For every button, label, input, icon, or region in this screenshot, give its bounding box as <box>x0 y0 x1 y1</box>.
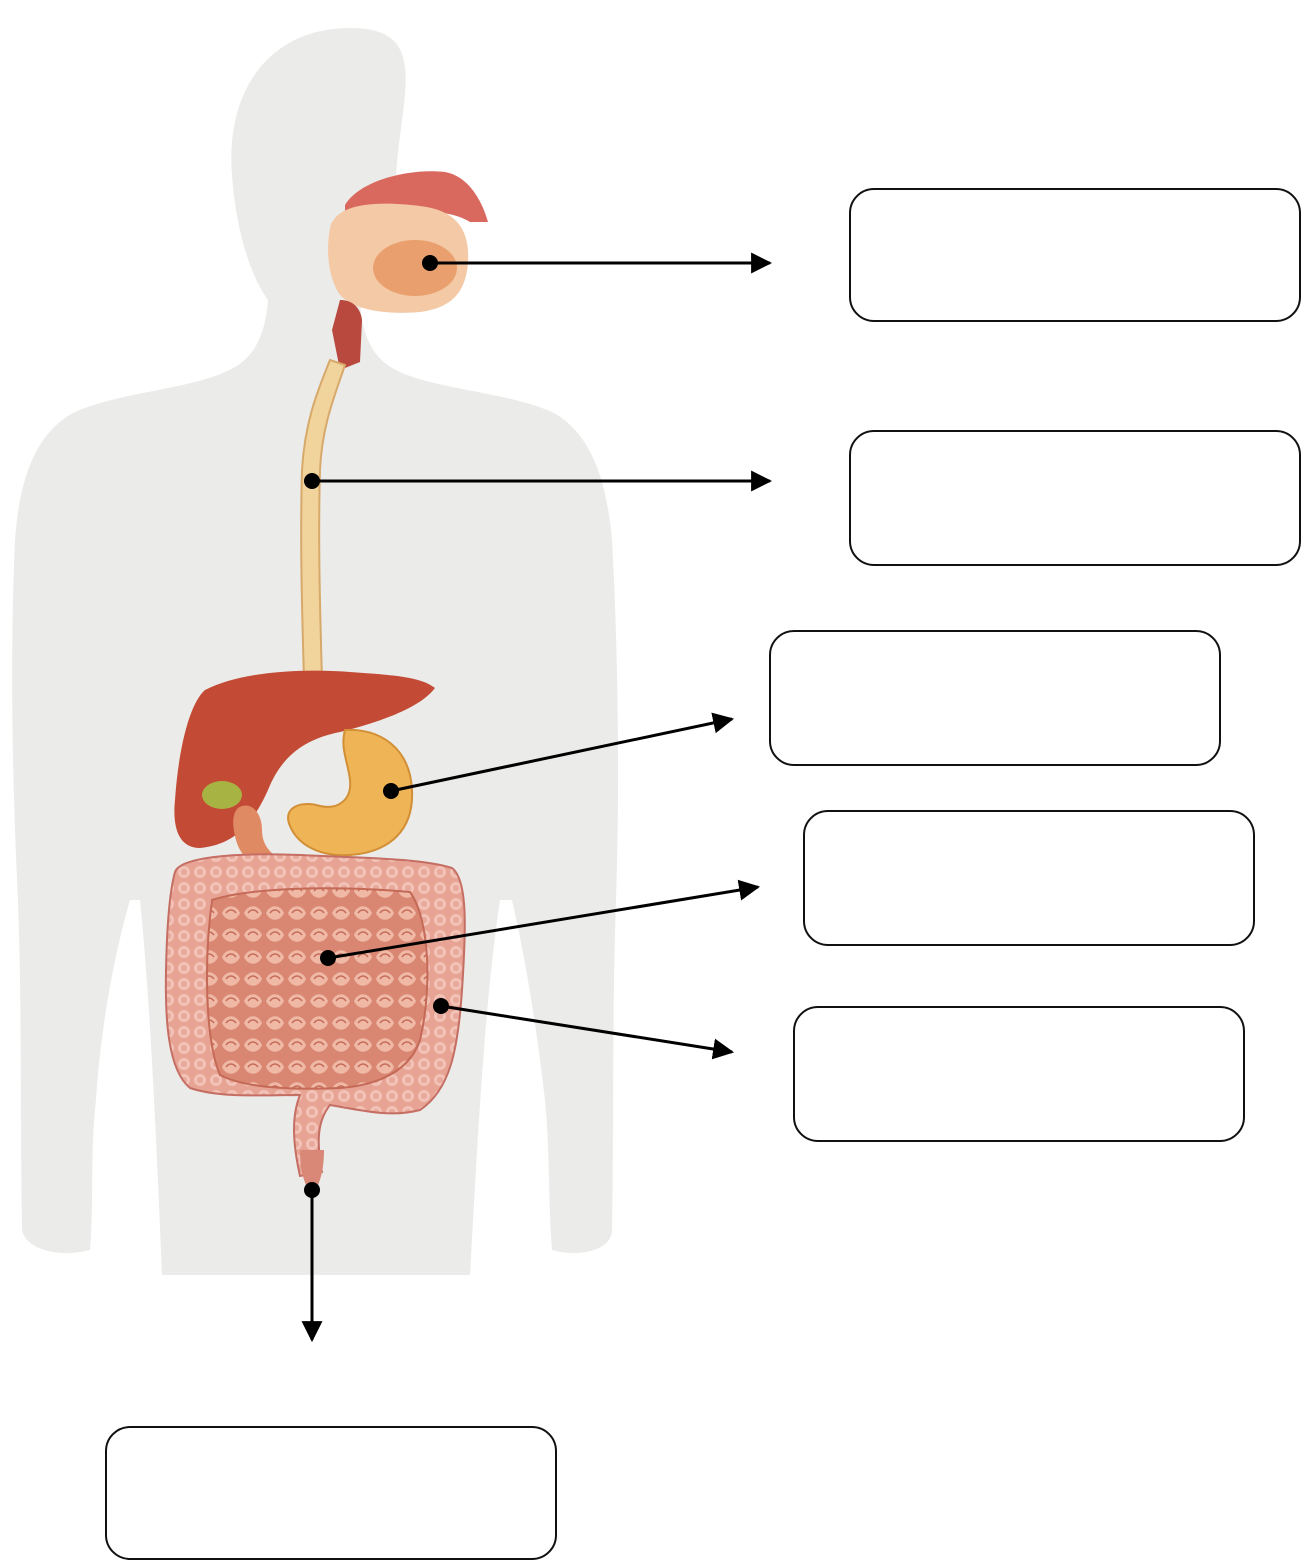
label-box-anus[interactable] <box>106 1427 556 1559</box>
small-intestine <box>207 888 427 1088</box>
pointer-dot-esophagus <box>304 473 320 489</box>
pointer-dot-large-intestine <box>433 998 449 1014</box>
label-box-stomach[interactable] <box>770 631 1220 765</box>
label-box-small-intestine[interactable] <box>804 811 1254 945</box>
label-box-esophagus[interactable] <box>850 431 1300 565</box>
pointer-dot-anus <box>304 1182 320 1198</box>
gallbladder <box>202 781 242 809</box>
pointer-dot-stomach <box>383 783 399 799</box>
tongue <box>373 240 457 296</box>
pointer-mouth <box>422 255 770 271</box>
pointer-dot-mouth <box>422 255 438 271</box>
pointer-dot-small-intestine <box>320 950 336 966</box>
label-box-large-intestine[interactable] <box>794 1007 1244 1141</box>
label-box-mouth[interactable] <box>850 189 1300 321</box>
